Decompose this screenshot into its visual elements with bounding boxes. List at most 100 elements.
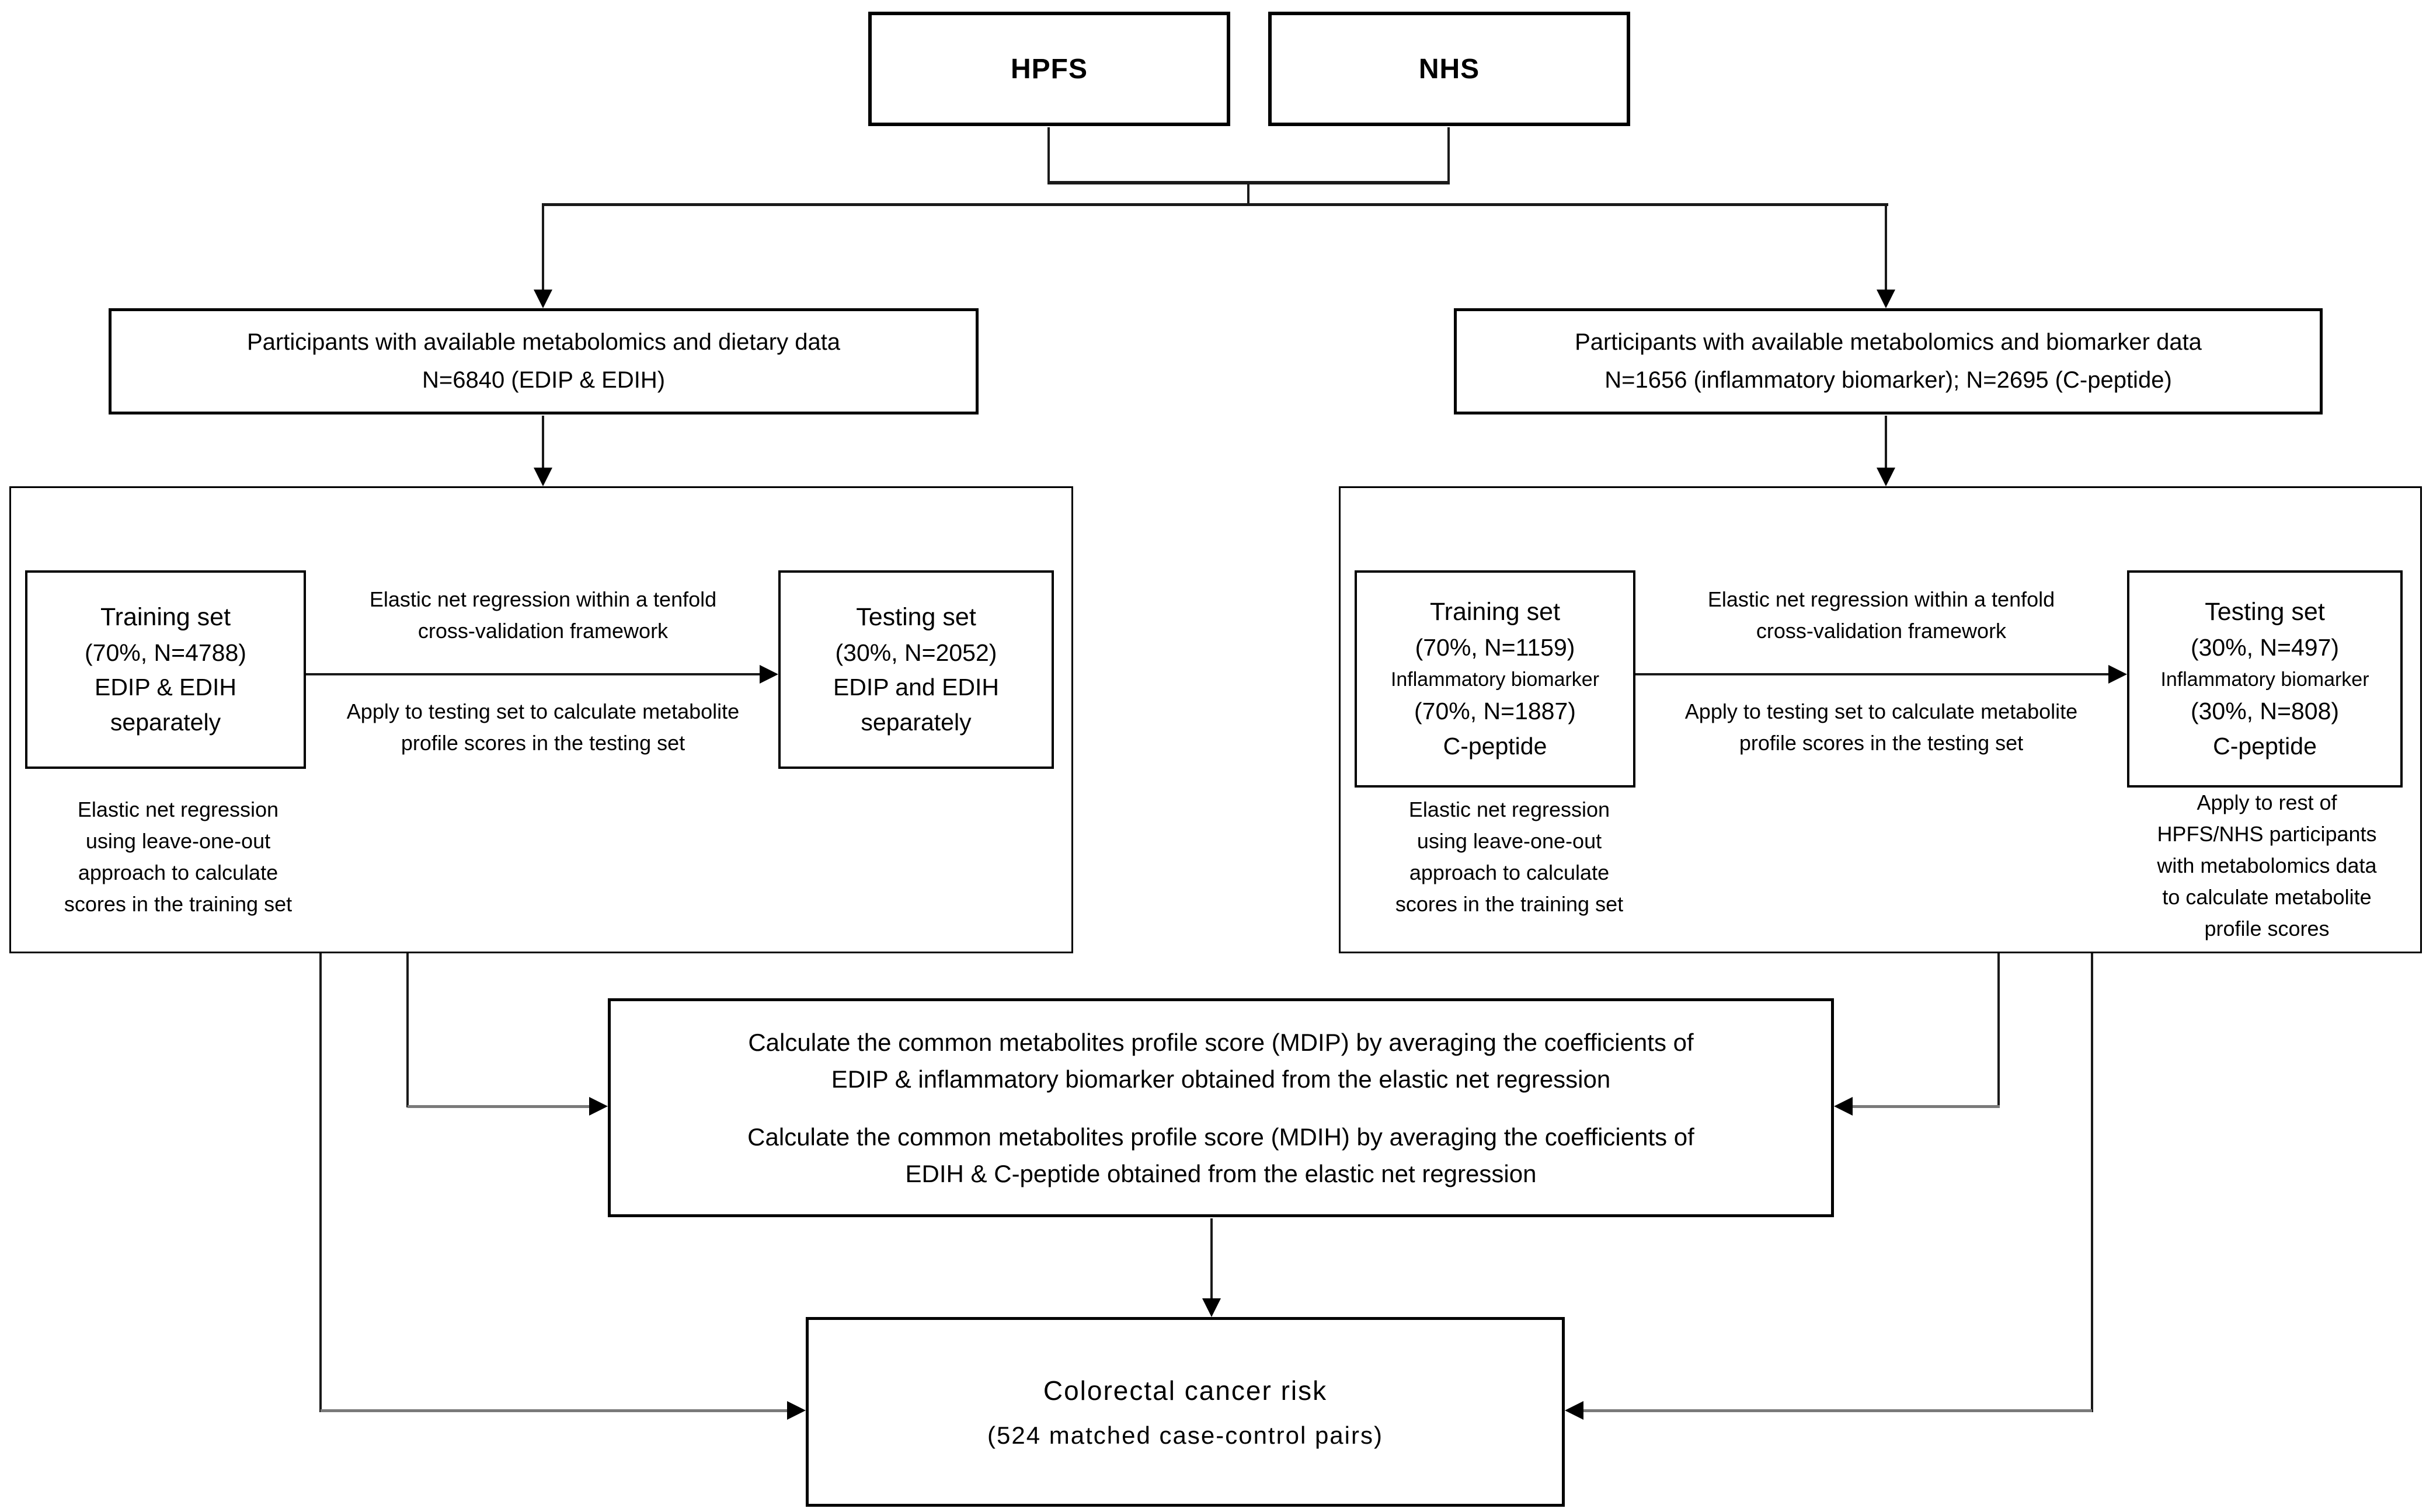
arrow-right-train-test-shaft: [1635, 673, 2108, 675]
text-line: profile scores: [2204, 917, 2330, 940]
nhs-label: NHS: [1418, 53, 1480, 85]
text-line: approach to calculate: [78, 860, 279, 884]
text-line: (70%, N=4788): [85, 639, 246, 666]
text-line: Calculate the common metabolites profile…: [747, 1123, 1694, 1151]
connector-join-horizontal: [1047, 181, 1450, 184]
mdih-paragraph: Calculate the common metabolites profile…: [747, 1119, 1694, 1192]
text-line: Testing set: [856, 602, 976, 631]
outcome-subtitle: (524 matched case-control pairs): [987, 1421, 1383, 1449]
elbow-left-outcome-vertical: [319, 953, 322, 1412]
outcome-title: Colorectal cancer risk: [1043, 1375, 1328, 1406]
arrowhead-right-participants: [1877, 290, 1895, 308]
mdip-paragraph: Calculate the common metabolites profile…: [748, 1024, 1693, 1098]
right-testing-box: Testing set (30%, N=497) Inflammatory bi…: [2127, 570, 2403, 788]
arrow-right-bigbox-shaft: [1885, 416, 1887, 469]
text-line: separately: [110, 709, 221, 736]
text-line: with metabolomics data: [2157, 853, 2377, 877]
left-loo-label: Elastic net regression using leave-one-o…: [23, 794, 333, 920]
text-line: separately: [861, 709, 972, 736]
arrow-right-participants-shaft: [1885, 204, 1887, 291]
text-line: Participants with available metabolomics…: [246, 329, 841, 356]
right-apply-label: Apply to testing set to calculate metabo…: [1627, 696, 2135, 759]
merge-scores-box: Calculate the common metabolites profile…: [608, 998, 1834, 1217]
hpfs-box: HPFS: [868, 12, 1230, 126]
right-loo-label: Elastic net regression using leave-one-o…: [1355, 794, 1664, 920]
left-cv-label: Elastic net regression within a tenfold …: [304, 584, 782, 647]
arrowhead-left-merge: [589, 1097, 608, 1116]
right-participants-box: Participants with available metabolomics…: [1454, 308, 2323, 414]
arrowhead-merge-outcome: [1202, 1298, 1221, 1317]
elbow-right-outcome-horizontal: [1583, 1409, 2092, 1412]
arrowhead-left-participants: [534, 290, 552, 308]
text-line: EDIH & C-peptide obtained from the elast…: [905, 1159, 1537, 1187]
text-line: (70%, N=1887): [1414, 698, 1576, 725]
text-line: using leave-one-out: [1416, 829, 1602, 853]
left-participants-box: Participants with available metabolomics…: [109, 308, 979, 414]
elbow-left-outcome-horizontal: [321, 1409, 787, 1412]
text-line: Elastic net regression: [77, 797, 279, 821]
arrowhead-left-train-test: [760, 665, 778, 684]
text-line: Training set: [1429, 598, 1561, 626]
text-line: cross-validation framework: [417, 619, 669, 643]
elbow-right-outcome-vertical: [2091, 953, 2093, 1412]
outcome-box: Colorectal cancer risk (524 matched case…: [806, 1317, 1565, 1507]
text-line: profile scores in the testing set: [401, 731, 685, 755]
arrowhead-right-outcome: [1565, 1401, 1583, 1420]
text-line: Testing set: [2205, 598, 2325, 626]
text-line: profile scores in the testing set: [1739, 731, 2024, 755]
elbow-right-merge-vertical: [1997, 953, 2000, 1107]
text-line: scores in the training set: [1395, 892, 1624, 916]
arrowhead-right-bigbox: [1877, 468, 1895, 486]
text-line: Training set: [100, 602, 231, 631]
text-line: cross-validation framework: [1756, 619, 2007, 643]
text-line: Elastic net regression within a tenfold: [369, 587, 717, 611]
text-line: (30%, N=808): [2190, 698, 2340, 725]
arrowhead-right-merge: [1834, 1097, 1853, 1116]
text-line: Participants with available metabolomics…: [1575, 329, 2202, 356]
text-line: (30%, N=2052): [835, 639, 997, 666]
text-line: using leave-one-out: [85, 829, 271, 853]
text-line: (70%, N=1159): [1415, 633, 1575, 661]
text-line: approach to calculate: [1409, 860, 1610, 884]
arrowhead-right-train-test: [2108, 665, 2127, 684]
right-apply-rest-label: Apply to rest of HPFS/NHS participants w…: [2117, 787, 2417, 945]
arrow-left-participants-shaft: [542, 204, 544, 291]
connector-branch-horizontal: [542, 203, 1888, 206]
text-line: EDIP & inflammatory biomarker obtained f…: [831, 1065, 1611, 1093]
text-line: Elastic net regression within a tenfold: [1707, 587, 2055, 611]
elbow-right-merge-horizontal: [1853, 1105, 2000, 1108]
connector-nhs-down: [1447, 127, 1450, 183]
left-apply-label: Apply to testing set to calculate metabo…: [289, 696, 797, 759]
arrow-left-bigbox-shaft: [542, 416, 544, 469]
text-line: HPFS/NHS participants: [2157, 822, 2377, 846]
text-line: EDIP & EDIH: [94, 674, 237, 701]
text-line: EDIP and EDIH: [833, 674, 1000, 701]
elbow-left-merge-horizontal: [408, 1105, 589, 1108]
text-line: Inflammatory biomarker: [2160, 668, 2369, 691]
right-cv-label: Elastic net regression within a tenfold …: [1642, 584, 2121, 647]
text-line: Calculate the common metabolites profile…: [748, 1028, 1694, 1056]
left-testing-box: Testing set (30%, N=2052) EDIP and EDIH …: [778, 570, 1054, 769]
arrowhead-left-bigbox: [534, 468, 552, 486]
text-line: N=1656 (inflammatory biomarker); N=2695 …: [1604, 367, 2172, 393]
arrow-left-train-test-shaft: [306, 673, 760, 675]
connector-center-stub: [1247, 183, 1249, 205]
text-line: Apply to rest of: [2197, 790, 2337, 814]
connector-hpfs-down: [1047, 127, 1050, 183]
text-line: (30%, N=497): [2190, 633, 2340, 661]
left-training-box: Training set (70%, N=4788) EDIP & EDIH s…: [25, 570, 306, 769]
text-line: C-peptide: [1443, 733, 1547, 760]
text-line: N=6840 (EDIP & EDIH): [422, 367, 666, 393]
right-training-box: Training set (70%, N=1159) Inflammatory …: [1355, 570, 1635, 788]
text-line: Elastic net regression: [1408, 797, 1610, 821]
text-line: Apply to testing set to calculate metabo…: [1684, 699, 2078, 723]
arrowhead-left-outcome: [787, 1401, 806, 1420]
right-analysis-panel: [1339, 486, 2422, 953]
left-analysis-panel: [9, 486, 1073, 953]
elbow-left-merge-vertical: [406, 953, 409, 1107]
arrow-merge-outcome-shaft: [1210, 1218, 1213, 1300]
nhs-box: NHS: [1268, 12, 1630, 126]
text-line: C-peptide: [2213, 733, 2317, 760]
text-line: Inflammatory biomarker: [1390, 668, 1600, 691]
